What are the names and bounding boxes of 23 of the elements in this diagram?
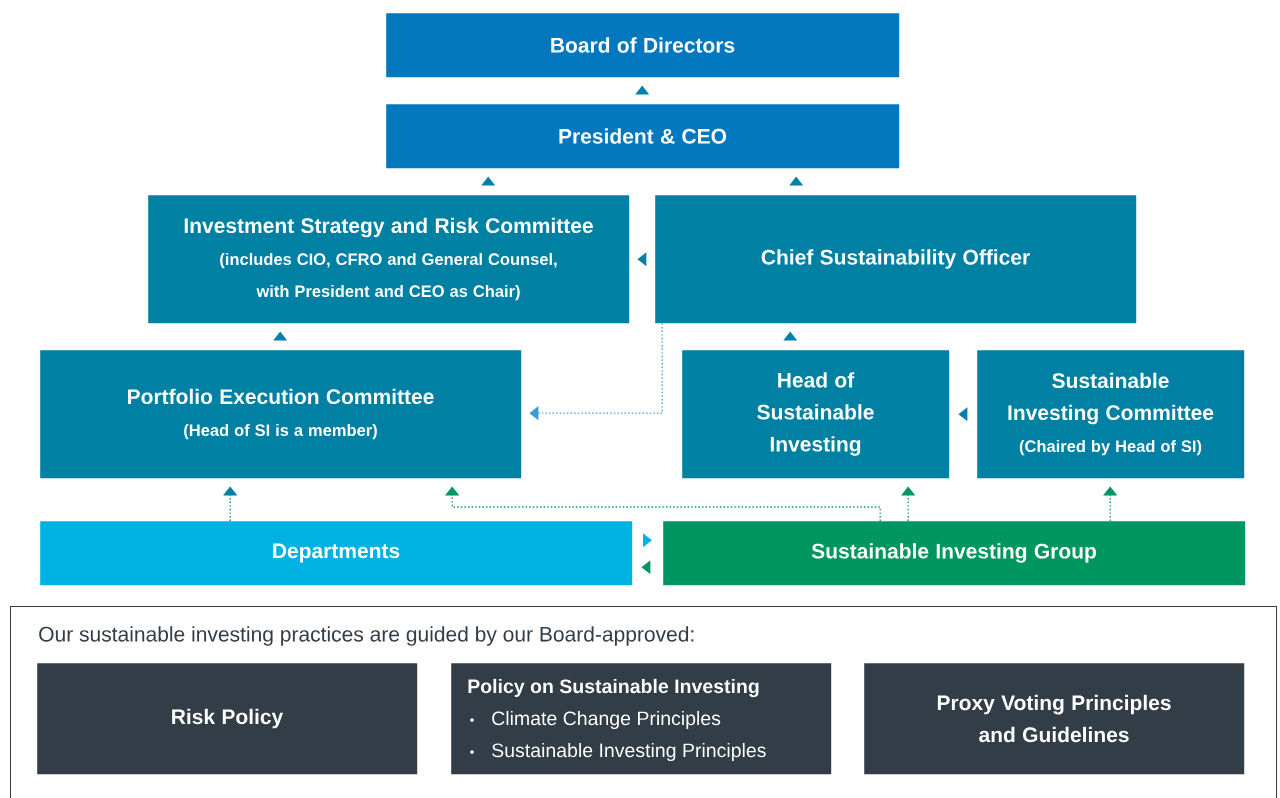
arrow [481,176,496,186]
org-box: President & CEO [386,104,900,169]
arrow [273,331,288,341]
policy-box: Policy on Sustainable Investing Climate Change Principles Sustainable Investing Principles [451,663,832,775]
org-box: Portfolio Execution Committee (Head of SI is a member) [40,350,522,479]
org-box: Board of Directors [386,13,900,78]
arrow [641,533,652,548]
arrow [783,331,798,341]
arrow [637,252,647,267]
org-box: Chief Sustainability Officer [655,195,1137,324]
dotted-arrow [529,322,663,421]
org-box: Sustainable Investing Group [663,521,1246,586]
org-box: Head of Sustainable Investing [682,350,950,479]
arrow [789,176,804,186]
arrow [958,407,968,422]
policy-box: Proxy Voting Principles and Guidelines [864,663,1245,775]
arrow [641,560,652,575]
dotted-arrow [445,486,881,522]
org-box: Departments [40,521,633,586]
policy-box: Risk Policy [37,663,418,775]
arrow [635,85,650,95]
org-box: Investment Strategy and Risk Committee (includes CIO, CFRO and General Counsel, with President and CEO as Chair) [148,195,630,324]
org-box: Sustainable Investing Committee (Chaired by Head of SI) [977,350,1245,479]
